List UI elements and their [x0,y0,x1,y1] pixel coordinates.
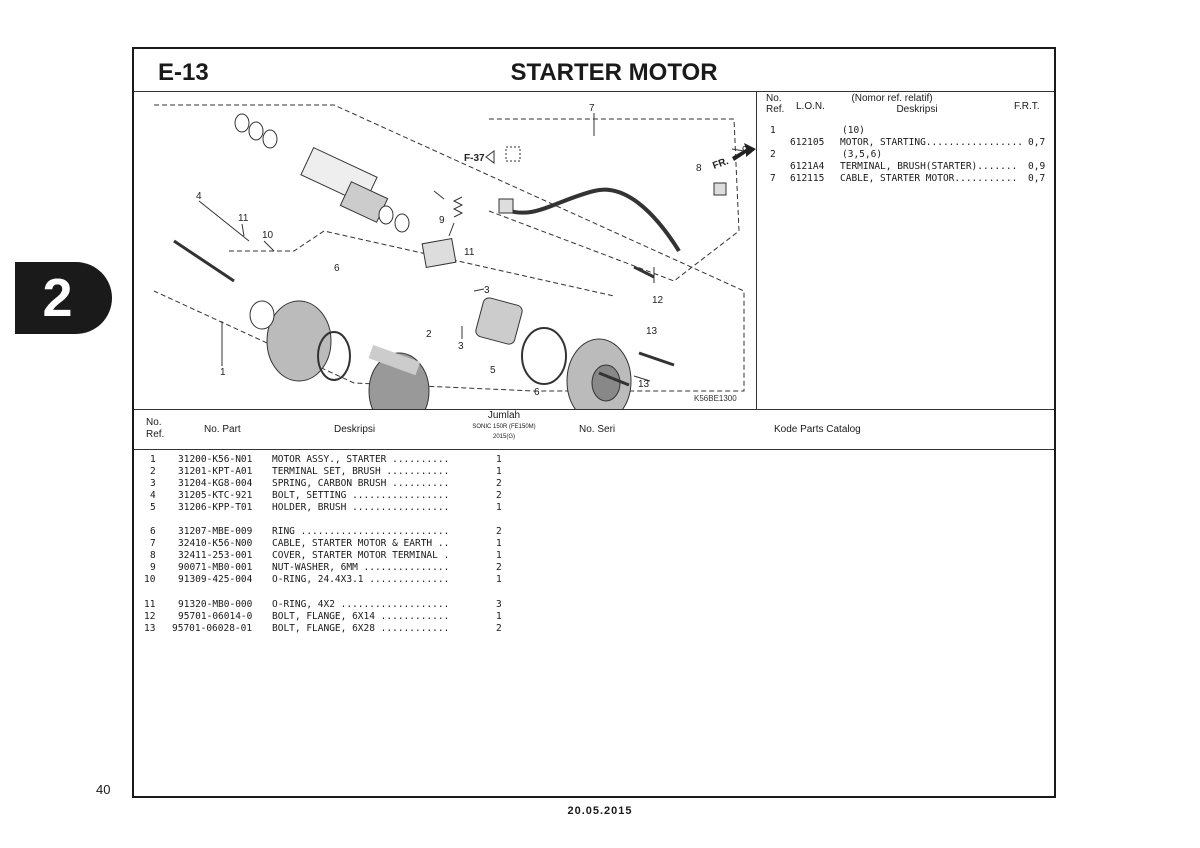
header-divider [134,91,1054,92]
callout-13-top: 13 [646,326,658,337]
callout-2: 2 [426,329,432,340]
front-arrow-icon [732,143,756,161]
callout-9: 9 [439,215,445,226]
page-number: 40 [96,782,111,797]
callout-9-top: 9 [742,145,748,156]
chapter-number: 2 [42,268,73,328]
section-code: E-13 [158,59,209,86]
callout-8: 8 [696,163,702,174]
callout-6-right: 6 [534,387,540,398]
parts-table-top-divider [134,409,1054,410]
parts-page-frame: E-13 STARTER MOTOR F-37 FR. [132,47,1056,798]
parts-table-header-divider [134,449,1054,450]
section-title: STARTER MOTOR [510,59,718,86]
callout-3-top: 3 [484,285,490,296]
lon-frt-header: F.R.T. [1014,101,1040,112]
chapter-tab: 2 [15,262,112,334]
callout-12: 12 [652,295,664,306]
lon-desc-header: (Nomor ref. relatif) Deskripsi [851,93,938,115]
figure-code: K56BE1300 [694,394,737,403]
callout-11-right: 11 [464,247,475,258]
callout-13-bottom: 13 [638,379,650,390]
callout-7: 7 [589,103,595,114]
callout-6-left: 6 [334,263,340,274]
parts-seri-header: No. Seri [579,424,616,435]
print-date: 20.05.2015 [567,805,633,817]
callout-10: 10 [262,230,274,241]
parts-qty-header: Jumlah SONIC 150R (FE150M) 2015(G) [472,410,536,440]
lon-no-header: No. Ref. [766,93,785,115]
diagram-table-divider [756,91,757,409]
callout-3-bottom: 3 [458,341,464,352]
callout-5: 5 [490,365,496,376]
ref-f37-label: F-37 [464,153,485,164]
callout-11-left: 11 [238,213,249,224]
callout-1: 1 [220,367,226,378]
lon-lon-header: L.O.N. [796,101,825,112]
exploded-diagram: F-37 FR. [153,103,756,409]
parts-desc-header: Deskripsi [334,424,376,435]
parts-part-header: No. Part [204,424,241,435]
parts-catalog-header: Kode Parts Catalog [774,424,861,435]
fr-label: FR. [711,156,730,172]
callout-4: 4 [196,191,202,202]
parts-no-header: No. Ref. [146,417,165,440]
